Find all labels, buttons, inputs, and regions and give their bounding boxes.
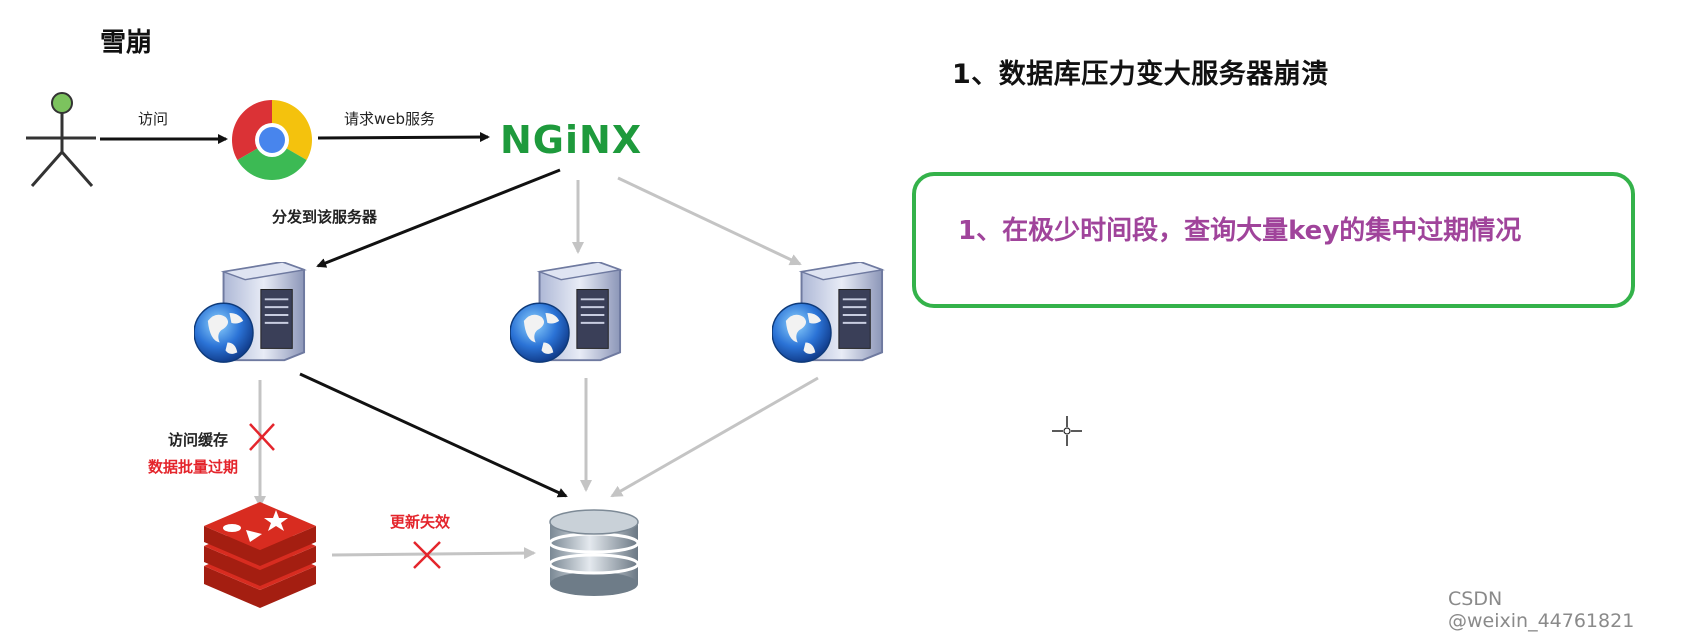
database-icon	[548, 509, 640, 596]
watermark: CSDN @weixin_44761821	[1448, 588, 1635, 632]
architecture-diagram	[26, 92, 884, 608]
page-title: 雪崩	[100, 28, 153, 58]
callout-text: 1、在极少时间段，查询大量key的集中过期情况	[958, 216, 1522, 246]
edge-label-dispatch: 分发到该服务器	[272, 208, 378, 226]
fail-x-icon	[249, 423, 275, 451]
callout-box: 1、在极少时间段，查询大量key的集中过期情况	[912, 172, 1635, 308]
chrome-browser-icon	[232, 100, 312, 180]
edge-label-visit: 访问	[138, 110, 169, 128]
nginx-logo: NGiNX	[500, 118, 643, 162]
edge-label-batch-expire: 数据批量过期	[148, 458, 239, 476]
server-icon	[194, 262, 306, 364]
user-stick-figure-icon	[26, 92, 96, 187]
edge-label-update-fail: 更新失效	[390, 513, 451, 531]
server-icon	[772, 262, 884, 364]
crosshair-cursor-icon	[1052, 416, 1082, 446]
fail-x-icon	[413, 541, 441, 569]
redis-icon	[204, 502, 316, 608]
slide-heading: 1、数据库压力变大服务器崩溃	[952, 59, 1329, 90]
edge-label-visit-cache: 访问缓存	[168, 431, 229, 449]
edge-label-request-web: 请求web服务	[344, 110, 436, 128]
server-icon	[510, 262, 622, 364]
